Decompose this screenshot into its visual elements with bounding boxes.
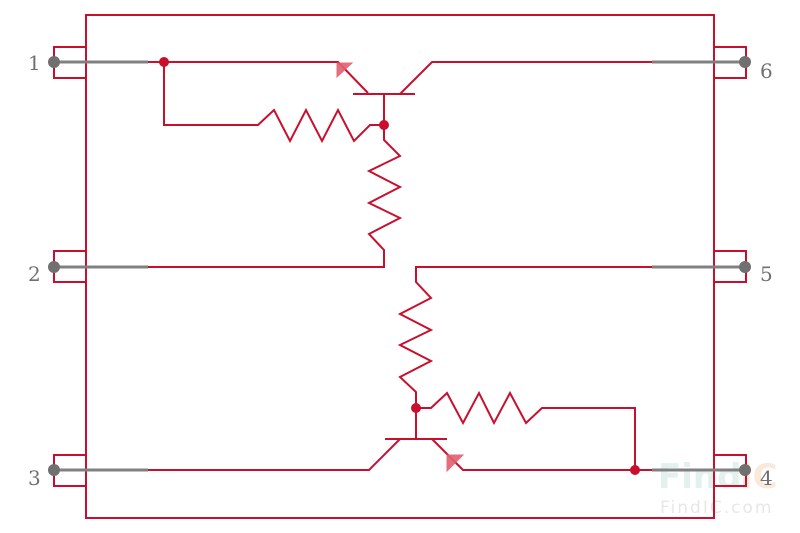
q1-collector-wire xyxy=(399,61,652,95)
watermark-logo-find: Find xyxy=(658,457,741,497)
pin-3-endpoint[interactable] xyxy=(48,464,60,476)
pin-5[interactable]: 5 xyxy=(652,250,773,286)
q1-emitter-wire xyxy=(148,61,369,94)
q1-emitter-arrow-icon xyxy=(336,62,354,79)
transistor-q1 xyxy=(148,61,652,125)
resistor-r3 xyxy=(397,266,652,408)
pin-3-label: 3 xyxy=(28,466,41,490)
resistor-r1 xyxy=(163,62,384,144)
pin-4[interactable]: 4 xyxy=(652,454,773,490)
resistor-r4 xyxy=(416,390,636,470)
pin-2-endpoint[interactable] xyxy=(48,261,60,273)
pin-5-label: 5 xyxy=(760,262,773,286)
pin-6-endpoint[interactable] xyxy=(739,56,751,68)
q2-emitter-arrow-icon xyxy=(446,454,465,473)
transistor-q2 xyxy=(148,408,652,473)
resistor-r2 xyxy=(148,125,403,268)
watermark: Find IC FindIC.com xyxy=(658,457,778,518)
pin-2-label: 2 xyxy=(28,262,41,286)
q2-collector-wire xyxy=(148,438,401,471)
q2-emitter-wire xyxy=(431,438,652,471)
pin-4-endpoint[interactable] xyxy=(739,464,751,476)
pin-5-endpoint[interactable] xyxy=(739,261,751,273)
pin-1[interactable]: 1 xyxy=(28,46,148,79)
pin-1-endpoint[interactable] xyxy=(48,56,60,68)
pin-4-label: 4 xyxy=(760,466,773,490)
pin-2[interactable]: 2 xyxy=(28,250,148,286)
junction-pin4 xyxy=(630,465,640,475)
pin-6[interactable]: 6 xyxy=(652,46,773,83)
pin-1-label: 1 xyxy=(28,51,41,75)
watermark-url: FindIC.com xyxy=(660,498,773,518)
pin-3[interactable]: 3 xyxy=(28,454,148,490)
pin-6-label: 6 xyxy=(760,59,773,83)
